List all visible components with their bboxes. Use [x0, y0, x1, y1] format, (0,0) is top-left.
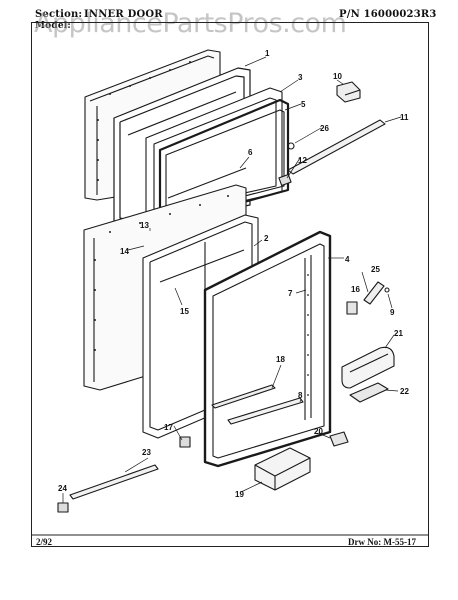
leader-lines [62, 56, 402, 503]
callout-20: 20 [314, 427, 323, 436]
model-label: Model: [35, 21, 71, 31]
diagram-frame [31, 22, 429, 547]
callout-17: 17 [164, 423, 173, 432]
callout-9: 9 [390, 308, 395, 317]
part-16-cap [346, 301, 358, 315]
callout-26: 26 [320, 124, 329, 133]
upper-door-rivets [97, 61, 191, 181]
part-17-block [179, 436, 191, 448]
lower-door-gasket-4 [203, 230, 332, 468]
section-label: Section: [35, 9, 83, 20]
lower-gasket-inner-7 [304, 255, 312, 420]
callout-21: 21 [394, 329, 403, 338]
callout-14: 14 [120, 247, 129, 256]
callout-22: 22 [400, 387, 409, 396]
watermark: AppliancePartsPros.com [34, 8, 347, 39]
callout-1: 1 [265, 49, 270, 58]
callout-10: 10 [333, 72, 342, 81]
callout-23: 23 [142, 448, 151, 457]
part-9-clip [384, 287, 390, 293]
part-10-bracket [336, 81, 361, 103]
callout-numbers: 1234567891011121314151617181920212223242… [58, 49, 409, 499]
part-18-breaker [211, 384, 276, 409]
callout-2: 2 [264, 234, 269, 243]
callout-19: 19 [235, 490, 244, 499]
lower-door-rivets [94, 195, 309, 396]
upper-breaker-strip-6 [167, 167, 247, 199]
callout-16: 16 [351, 285, 360, 294]
section-value: INNER DOOR [84, 9, 163, 20]
part-8-strip [227, 397, 304, 425]
callout-6: 6 [248, 148, 253, 157]
part-24-cap [57, 502, 69, 513]
callout-5: 5 [301, 100, 306, 109]
callout-12: 12 [298, 156, 307, 165]
part-12-cap [278, 173, 292, 187]
callout-3: 3 [298, 73, 303, 82]
callout-8: 8 [298, 391, 303, 400]
part-23-bar [69, 464, 159, 500]
callout-18: 18 [276, 355, 285, 364]
callout-15: 15 [180, 307, 189, 316]
part-number: P/N 16000023R3 [339, 9, 437, 20]
callout-25: 25 [371, 265, 380, 274]
callout-13: 13 [140, 221, 149, 230]
footer-drawing-number: Drw No: M-55-17 [348, 537, 416, 547]
part-22-tray [349, 382, 389, 403]
part-25-bracket [363, 281, 385, 305]
footer-date: 2/92 [36, 537, 53, 547]
part-20-block [329, 431, 349, 447]
part-26-screw [287, 142, 295, 150]
callout-7: 7 [288, 289, 293, 298]
callout-4: 4 [345, 255, 350, 264]
part-21-shelf-cover [341, 346, 395, 389]
part-11-rail [287, 119, 386, 175]
callout-24: 24 [58, 484, 67, 493]
part-19-bin [254, 447, 311, 491]
callout-11: 11 [400, 113, 409, 122]
